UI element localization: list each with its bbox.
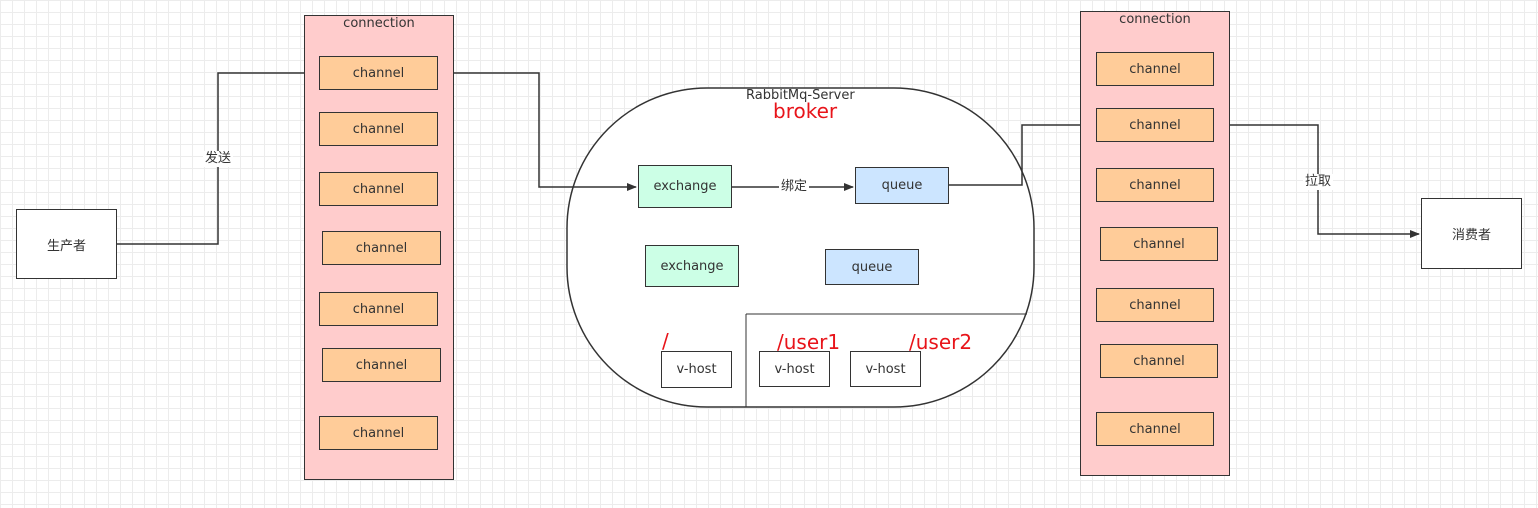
left-channel-1[interactable]: channel [319,56,438,90]
vhost-box-2[interactable]: v-host [759,351,830,387]
left-connection-title: connection [343,16,415,31]
vhost-name-user2: /user2 [909,330,973,354]
left-channel-3-label: channel [352,181,405,197]
vhost-3-label: v-host [865,361,906,377]
right-channel-3[interactable]: channel [1096,168,1214,202]
left-channel-6[interactable]: channel [322,348,441,382]
edge-label-pull: 拉取 [1303,174,1334,190]
edge-channel-to-exchange [438,72,637,191]
right-channel-2[interactable]: channel [1096,108,1214,142]
left-channel-7-label: channel [352,425,405,441]
edge-queue-to-channel [949,121,1095,186]
right-channel-5[interactable]: channel [1096,288,1214,322]
left-channel-5[interactable]: channel [319,292,438,326]
right-channel-4-label: channel [1133,236,1185,252]
left-channel-4[interactable]: channel [322,231,441,265]
left-channel-6-label: channel [355,357,408,373]
right-channel-2-label: channel [1129,117,1181,133]
vhost-box-1[interactable]: v-host [661,351,732,388]
right-channel-7[interactable]: channel [1096,412,1214,446]
queue-node-2[interactable]: queue [825,249,919,285]
right-connection-title: connection [1119,12,1191,27]
consumer-node[interactable]: 消费者 [1421,198,1522,269]
vhost-1-label: v-host [676,362,717,377]
vhost-2-label: v-host [774,361,815,377]
right-channel-6[interactable]: channel [1100,344,1218,378]
right-channel-3-label: channel [1129,177,1181,193]
right-channel-6-label: channel [1133,353,1185,369]
left-channel-7[interactable]: channel [319,416,438,450]
left-channel-2[interactable]: channel [319,112,438,146]
exchange-node-2[interactable]: exchange [645,245,739,287]
edge-label-send: 发送 [203,151,234,167]
left-channel-3[interactable]: channel [319,172,438,206]
edge-label-bind: 绑定 [779,179,810,195]
exchange-1-label: exchange [653,179,717,194]
left-channel-2-label: channel [352,121,405,137]
exchange-2-label: exchange [660,258,724,274]
queue-node-1[interactable]: queue [855,167,949,204]
left-channel-4-label: channel [355,240,408,256]
consumer-label: 消费者 [1451,228,1491,243]
producer-node[interactable]: 生产者 [16,209,117,279]
vhost-box-3[interactable]: v-host [850,351,921,387]
left-channel-5-label: channel [352,301,405,317]
server-title: RabbitMq-Server [746,88,855,103]
right-channel-4[interactable]: channel [1100,227,1218,261]
queue-2-label: queue [851,259,893,275]
right-channel-7-label: channel [1129,421,1181,437]
right-channel-1[interactable]: channel [1096,52,1214,86]
vhost-name-user1: /user1 [777,330,841,354]
left-channel-1-label: channel [352,65,405,81]
exchange-node-1[interactable]: exchange [638,165,732,208]
vhost-name-root: / [662,329,669,353]
broker-label: broker [773,99,838,123]
right-channel-5-label: channel [1129,297,1181,313]
queue-1-label: queue [881,178,923,193]
producer-label: 生产者 [46,238,86,254]
right-channel-1-label: channel [1129,61,1181,77]
